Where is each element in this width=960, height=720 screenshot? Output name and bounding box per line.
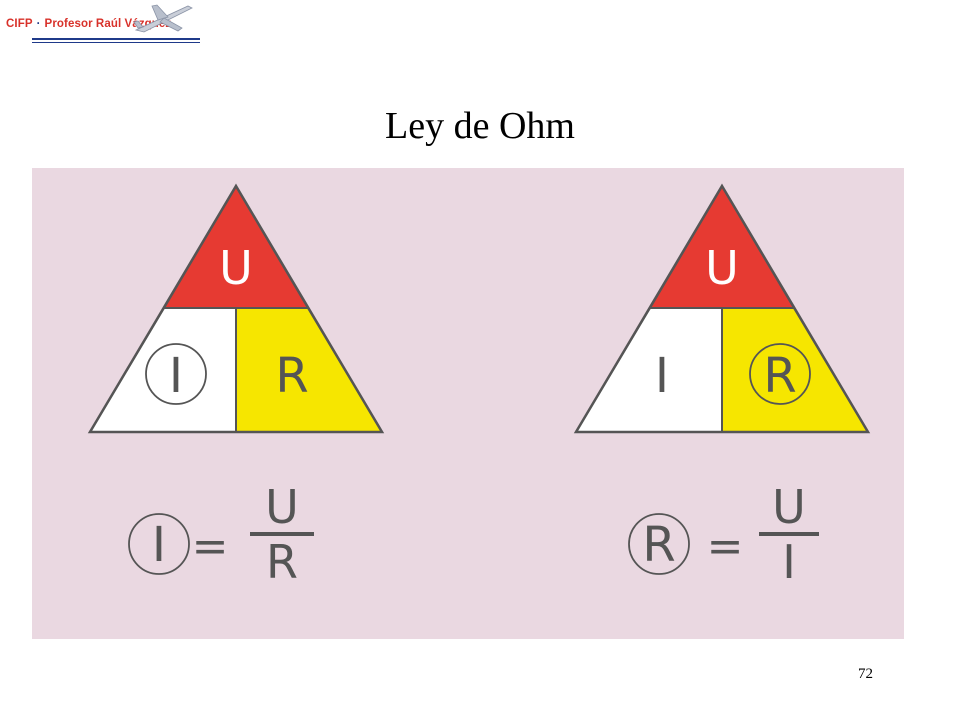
triangle-top-label: U: [219, 241, 253, 295]
formula-numerator: U: [265, 480, 299, 534]
formula-denominator: I: [782, 535, 796, 589]
slide-title: Ley de Ohm: [385, 105, 575, 147]
ohm-triangle-left: U I R: [87, 183, 385, 434]
formula-circled-marker: [628, 513, 690, 575]
airplane-icon: [133, 4, 193, 33]
triangle-bottom-right-segment: [235, 307, 384, 433]
triangle-bottom-left-label: I: [655, 348, 669, 404]
formula-numerator: U: [772, 480, 806, 534]
triangle-bottom-left-label: I: [169, 348, 183, 404]
formula-equals: =: [707, 521, 744, 572]
formula-equals: =: [192, 521, 229, 572]
ohm-formula-left: I = U R: [128, 480, 314, 589]
ohm-formula-right: R = U I: [628, 480, 819, 589]
header-logo: CIFP·Profesor Raúl Vázquez: [0, 0, 210, 48]
triangle-bottom-left-segment: [88, 307, 237, 433]
triangle-outline: [573, 183, 871, 434]
triangle-bottom-right-label: R: [763, 348, 796, 404]
formula-circled-marker: [128, 513, 190, 575]
circled-marker: [145, 343, 207, 405]
logo-separator: ·: [36, 18, 41, 30]
triangle-bottom-left-segment: [574, 307, 723, 433]
triangle-bottom-right-label: R: [275, 348, 308, 404]
circled-marker: [749, 343, 811, 405]
logo-underline-thin: [32, 42, 200, 43]
formula-result: I: [152, 517, 166, 573]
page-number: 72: [858, 666, 873, 682]
triangle-top-label: U: [705, 241, 739, 295]
formula-result: R: [642, 517, 675, 573]
ohm-triangle-right: U I R: [573, 183, 871, 434]
triangle-outline: [87, 183, 385, 434]
logo-underline: [32, 38, 200, 40]
logo-org: CIFP: [6, 18, 33, 30]
formula-denominator: R: [266, 535, 298, 589]
ohm-triangles-diagram: U I R I = U R U I R R =: [87, 183, 871, 589]
diagram-panel: U I R I = U R U I R R =: [32, 168, 904, 639]
